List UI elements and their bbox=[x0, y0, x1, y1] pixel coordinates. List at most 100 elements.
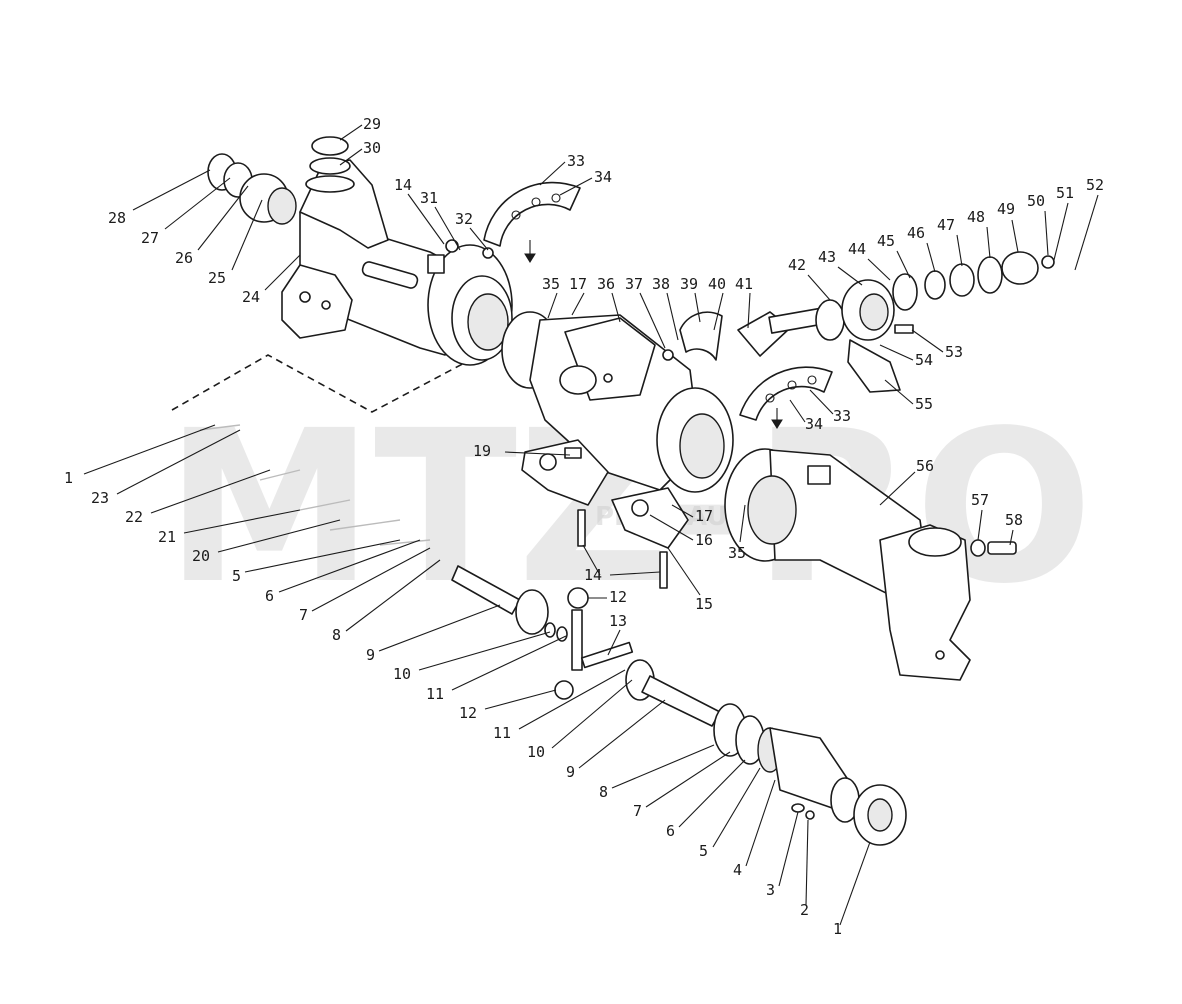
callout-label-l47: 47 bbox=[937, 216, 955, 234]
right-axle-shaft bbox=[625, 659, 907, 846]
leader-28 bbox=[132, 169, 211, 211]
leader-38 bbox=[666, 292, 679, 341]
leader-43 bbox=[837, 266, 863, 286]
callout-label-l6a: 6 bbox=[265, 587, 274, 605]
leader-21 bbox=[183, 509, 301, 534]
leader-52 bbox=[1074, 194, 1099, 271]
leader-11a bbox=[451, 635, 567, 691]
callout-label-l55: 55 bbox=[915, 395, 933, 413]
callout-label-l30: 30 bbox=[363, 139, 381, 157]
callout-leaders bbox=[83, 124, 1099, 926]
callout-label-l48: 48 bbox=[967, 208, 985, 226]
leader-32 bbox=[469, 227, 489, 251]
leader-49 bbox=[1011, 219, 1019, 253]
leader-57 bbox=[977, 509, 983, 541]
leader-46 bbox=[926, 242, 936, 273]
callout-label-l21: 21 bbox=[158, 528, 176, 546]
callout-label-l8b: 8 bbox=[599, 783, 608, 801]
callout-label-l7a: 7 bbox=[299, 606, 308, 624]
faint-parts bbox=[199, 424, 431, 546]
down-arrows bbox=[524, 240, 783, 429]
leader-11b bbox=[518, 669, 626, 730]
leader-27 bbox=[164, 177, 231, 230]
leader-44 bbox=[867, 258, 891, 281]
callout-label-l2: 2 bbox=[800, 901, 809, 919]
callout-label-l16: 16 bbox=[695, 531, 713, 549]
callout-label-l5a: 5 bbox=[232, 567, 241, 585]
leader-53 bbox=[911, 329, 944, 353]
callout-label-l40: 40 bbox=[708, 275, 726, 293]
pinion-group bbox=[679, 279, 901, 393]
leader-16 bbox=[649, 514, 694, 541]
leader-33b bbox=[809, 389, 834, 415]
callout-label-l19: 19 bbox=[473, 442, 491, 460]
callout-label-l53: 53 bbox=[945, 343, 963, 361]
leader-34b bbox=[789, 399, 806, 423]
leader-4 bbox=[745, 779, 776, 867]
leader-36 bbox=[611, 292, 621, 323]
leader-13 bbox=[607, 629, 621, 656]
callout-label-l46: 46 bbox=[907, 224, 925, 242]
leader-8b bbox=[611, 744, 715, 789]
leader-17b bbox=[671, 504, 694, 518]
right-axle-housing bbox=[724, 448, 1017, 681]
right-end-parts bbox=[892, 251, 1055, 334]
leader-3 bbox=[778, 811, 799, 887]
leader-42 bbox=[807, 274, 831, 301]
leader-7b bbox=[645, 751, 731, 808]
leader-10a bbox=[418, 631, 551, 671]
leader-8a bbox=[345, 559, 441, 632]
leader-10b bbox=[551, 679, 633, 749]
leader-19 bbox=[504, 451, 571, 456]
leader-5a bbox=[244, 539, 401, 573]
callout-label-l12a: 12 bbox=[609, 588, 627, 606]
leader-14a bbox=[407, 193, 445, 245]
leader-2 bbox=[805, 819, 809, 906]
leader-31 bbox=[434, 206, 461, 251]
leader-15 bbox=[667, 547, 701, 596]
callout-label-l35a: 35 bbox=[542, 275, 560, 293]
callout-label-l44: 44 bbox=[848, 240, 866, 258]
leader-20 bbox=[217, 519, 341, 553]
leader-1b bbox=[839, 841, 871, 926]
callout-label-l15: 15 bbox=[695, 595, 713, 613]
callout-label-l41: 41 bbox=[735, 275, 753, 293]
callout-label-l8a: 8 bbox=[332, 626, 341, 644]
callout-label-l54: 54 bbox=[915, 351, 933, 369]
callout-label-l35b: 35 bbox=[728, 544, 746, 562]
callout-label-l5b: 5 bbox=[699, 842, 708, 860]
upper-shim-pack bbox=[483, 181, 581, 247]
callout-label-l9b: 9 bbox=[566, 763, 575, 781]
leader-55 bbox=[884, 379, 914, 405]
leader-23 bbox=[116, 429, 241, 495]
leader-26 bbox=[197, 185, 249, 251]
leader-54 bbox=[879, 344, 914, 361]
lower-shim-pack bbox=[739, 366, 833, 421]
leader-58 bbox=[1009, 529, 1014, 546]
callout-label-l10a: 10 bbox=[393, 665, 411, 683]
brackets bbox=[521, 439, 689, 589]
callout-label-l11a: 11 bbox=[426, 685, 444, 703]
left-axle-shaft bbox=[451, 565, 568, 642]
leader-35b bbox=[739, 504, 746, 543]
callout-label-l37: 37 bbox=[625, 275, 643, 293]
leader-9b bbox=[578, 699, 666, 769]
leader-30 bbox=[339, 148, 363, 166]
left-end-parts bbox=[207, 136, 494, 259]
callout-label-l20: 20 bbox=[192, 547, 210, 565]
callout-label-l58: 58 bbox=[1005, 511, 1023, 529]
callout-label-l42: 42 bbox=[788, 256, 806, 274]
center-differential-housing bbox=[501, 311, 734, 493]
callout-label-l33a: 33 bbox=[567, 152, 585, 170]
leader-40 bbox=[713, 292, 724, 331]
callout-label-l34b: 34 bbox=[805, 415, 823, 433]
leader-47 bbox=[956, 234, 963, 267]
leader-50 bbox=[1044, 210, 1049, 256]
callout-label-l7b: 7 bbox=[633, 802, 642, 820]
callout-label-l32: 32 bbox=[455, 210, 473, 228]
leader-24 bbox=[264, 254, 301, 291]
callout-label-l23: 23 bbox=[91, 489, 109, 507]
